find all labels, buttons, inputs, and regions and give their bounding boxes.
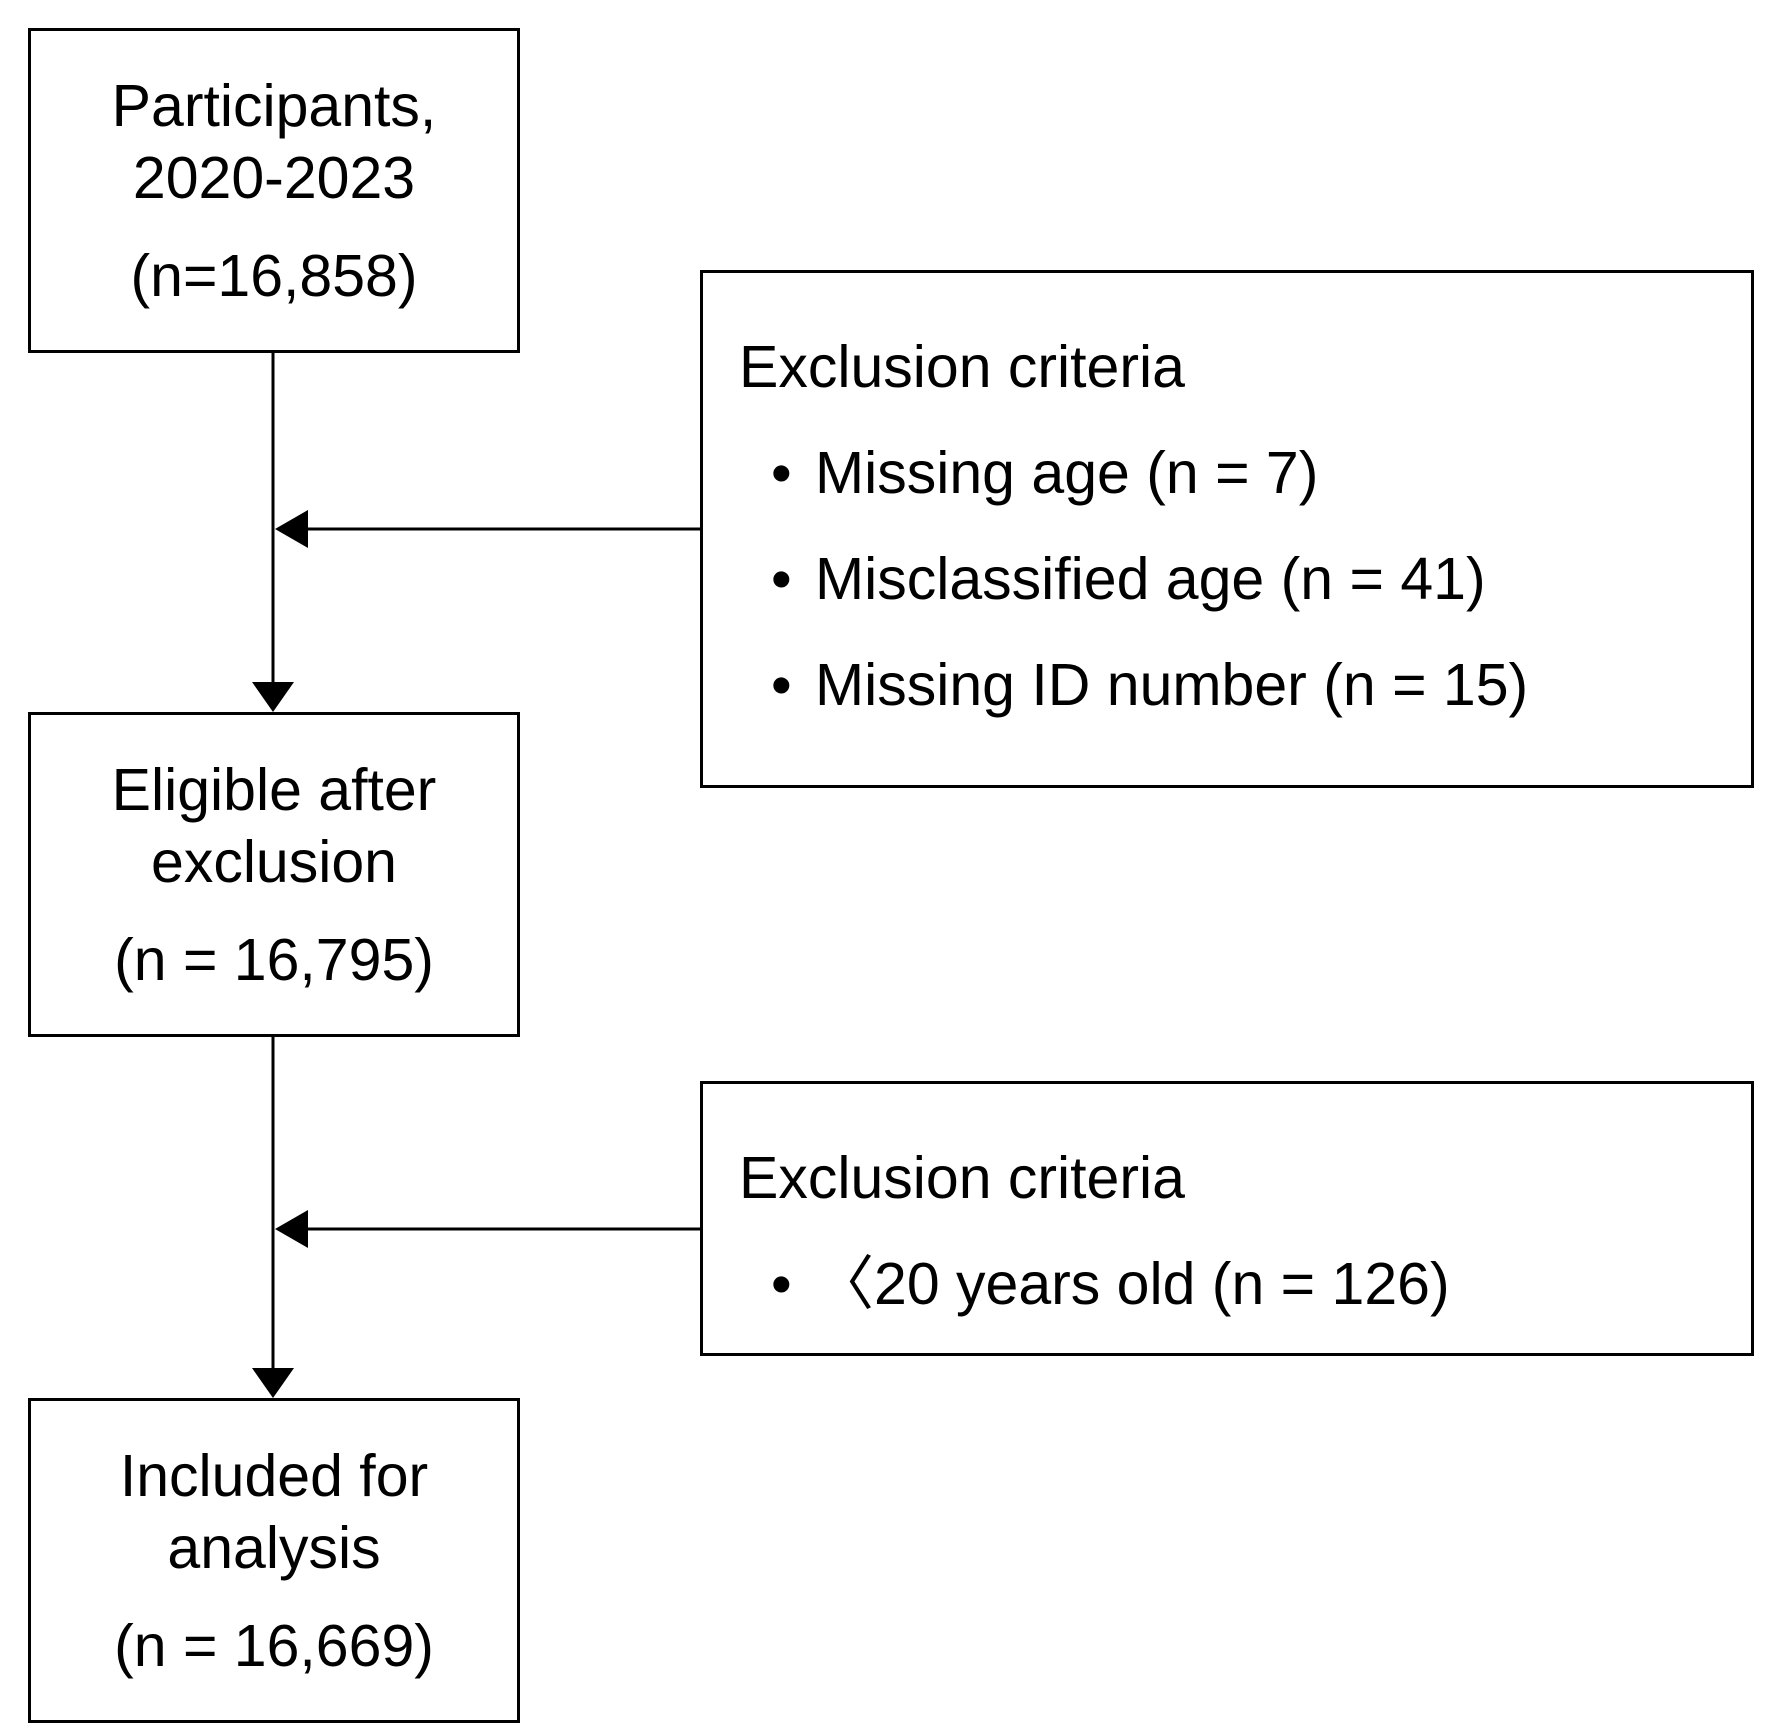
- exclusion-item: • Missing age (n = 7): [739, 437, 1751, 509]
- included-box: Included for analysis (n = 16,669): [28, 1398, 520, 1723]
- exclusion-item: • Misclassified age (n = 41): [739, 543, 1751, 615]
- exclusion-item-text: Missing ID number (n = 15): [815, 652, 1529, 718]
- participants-box: Participants, 2020-2023 (n=16,858): [28, 28, 520, 353]
- bullet-icon: •: [771, 652, 792, 718]
- bullet-icon: •: [771, 1251, 792, 1317]
- exclusion-item-text: 〈20 years old (n = 126): [815, 1251, 1450, 1317]
- exclusion-item: • Missing ID number (n = 15): [739, 649, 1751, 721]
- eligible-count: (n = 16,795): [114, 926, 434, 993]
- exclusion-criteria-box-1: Exclusion criteria •Missing age (n = 7) …: [700, 270, 1754, 788]
- exclusion-item: • 〈20 years old (n = 126): [739, 1248, 1751, 1320]
- included-count: (n = 16,669): [114, 1612, 434, 1679]
- participants-label-line1: Participants,: [111, 72, 437, 139]
- eligible-label-line2: exclusion: [151, 828, 397, 895]
- arrowhead-eligible: [252, 682, 294, 712]
- included-label-line2: analysis: [167, 1514, 381, 1581]
- participants-label-line2: 2020-2023: [132, 144, 416, 211]
- included-label-line1: Included for: [119, 1442, 429, 1509]
- exclusion-item-text: Missing age (n = 7): [815, 440, 1319, 506]
- exclusion-criteria-box-2: Exclusion criteria • 〈20 years old (n = 1…: [700, 1081, 1754, 1356]
- eligible-label-line1: Eligible after: [111, 756, 437, 823]
- arrowhead-exclusion-2: [275, 1210, 308, 1248]
- bullet-icon: •: [771, 440, 792, 506]
- participants-count: (n=16,858): [130, 242, 418, 309]
- arrowhead-exclusion-1: [275, 510, 308, 548]
- arrowhead-included: [252, 1368, 294, 1398]
- exclusion-item-text: Misclassified age (n = 41): [815, 546, 1486, 612]
- bullet-icon: •: [771, 546, 792, 612]
- eligible-box: Eligible after exclusion (n = 16,795): [28, 712, 520, 1037]
- exclusion-criteria-title: Exclusion criteria: [739, 1145, 1185, 1211]
- exclusion-criteria-title: Exclusion criteria: [739, 334, 1185, 400]
